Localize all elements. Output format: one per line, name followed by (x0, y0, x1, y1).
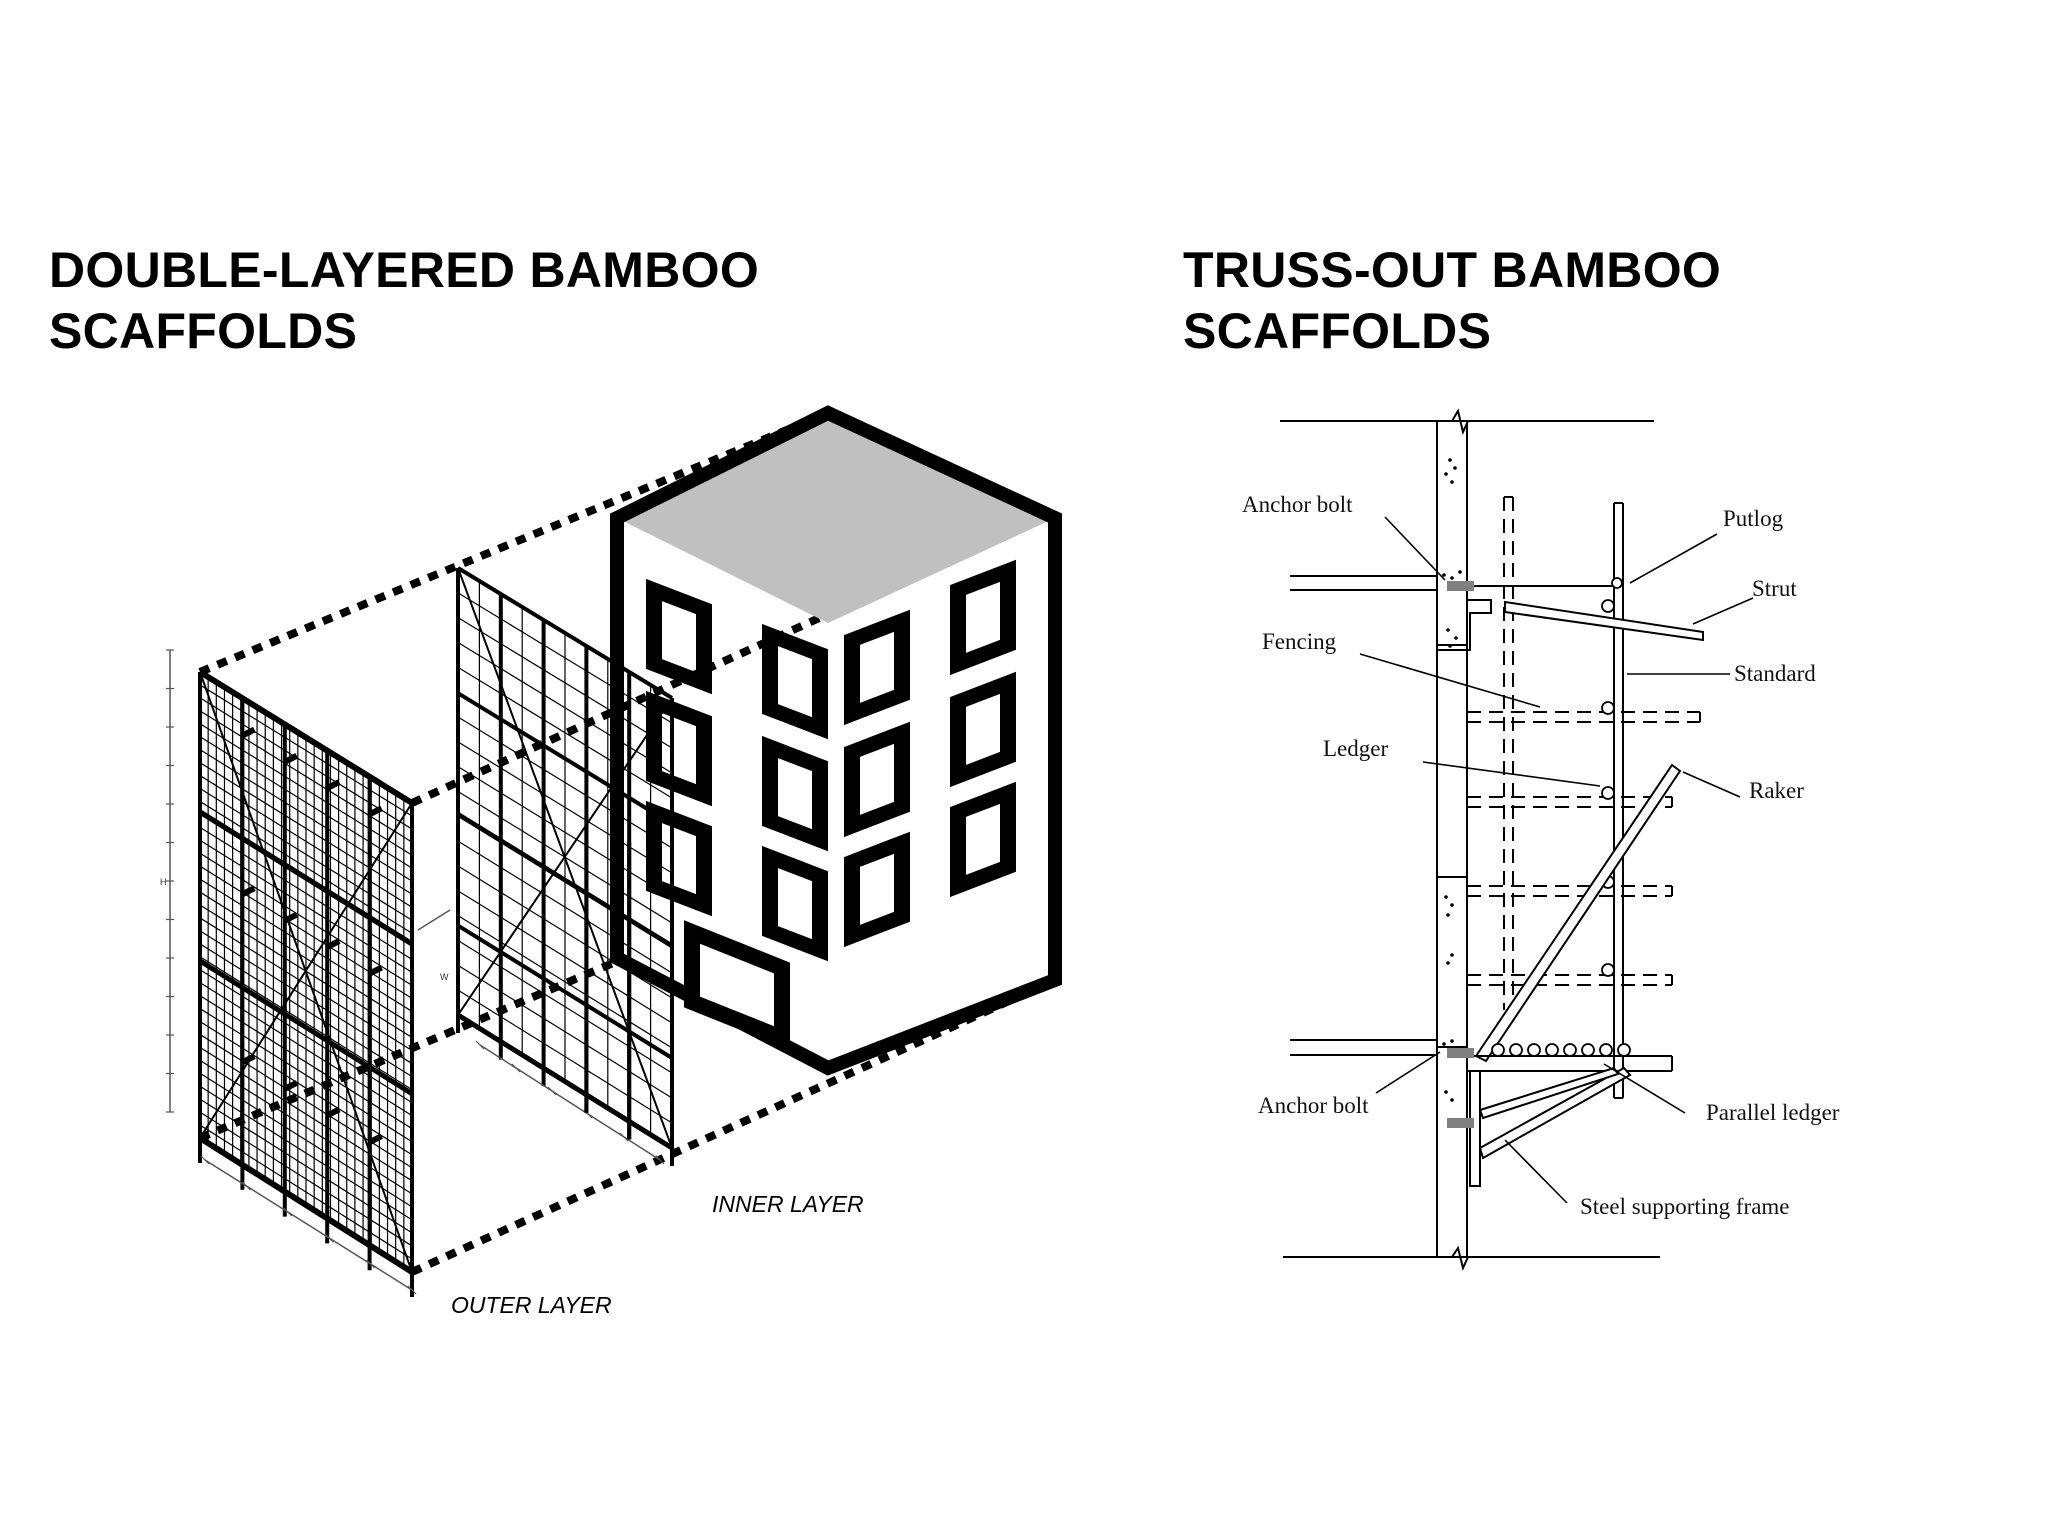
building-icon (610, 405, 1062, 1076)
strut (1504, 600, 1704, 642)
truss-out-title-line1: TRUSS-OUT BAMBOO (1183, 242, 1722, 298)
window-icon (646, 578, 712, 695)
door-icon (684, 920, 790, 1050)
label-raker: Raker (1749, 778, 1804, 803)
building-roof (617, 413, 1055, 623)
window-icon (762, 845, 828, 962)
inner-layer-scaffold: W (417, 566, 674, 1166)
truss-out-diagram: Anchor bolt Putlog Strut Fencing Standar… (1242, 408, 1840, 1272)
label-strut: Strut (1752, 576, 1797, 601)
truss-out-title-line2: SCAFFOLDS (1183, 303, 1492, 359)
window-icon (950, 781, 1016, 898)
inner-layer-front-uprights (584, 816, 674, 1166)
window-icon (844, 609, 910, 726)
outer-length-dimension (204, 1159, 413, 1291)
window-icon (844, 831, 910, 948)
double-layered-diagram: H W (160, 405, 1062, 1318)
steel-supporting-frame (1469, 1066, 1632, 1187)
truss-out-title: TRUSS-OUT BAMBOO SCAFFOLDS (1183, 240, 1721, 362)
double-layered-title: DOUBLE-LAYERED BAMBOO SCAFFOLDS (49, 240, 759, 362)
label-ledger: Ledger (1323, 736, 1388, 761)
layer-gap-label: W (440, 972, 449, 982)
label-anchor-bolt-top: Anchor bolt (1242, 492, 1353, 517)
inner-layer-label: INNER LAYER (712, 1191, 864, 1217)
outer-layer-scaffold: H (160, 649, 417, 1297)
outer-layer-label: OUTER LAYER (451, 1292, 612, 1318)
double-layered-title-line2: SCAFFOLDS (49, 303, 358, 359)
ledger (1467, 711, 1701, 986)
anchor-bolt-icon (1447, 581, 1474, 1128)
label-fencing: Fencing (1262, 629, 1337, 654)
double-layered-title-line1: DOUBLE-LAYERED BAMBOO (49, 242, 760, 298)
ledger-ends (1601, 577, 1623, 977)
window-icon (844, 721, 910, 838)
fencing (1503, 496, 1514, 1010)
window-icon (762, 623, 828, 740)
label-standard: Standard (1734, 661, 1816, 686)
building-column (1290, 408, 1492, 1272)
label-anchor-bolt-bottom: Anchor bolt (1258, 1093, 1369, 1118)
outer-height-label: H (160, 877, 167, 887)
column-aggregate (1442, 458, 1462, 1102)
window-icon (646, 800, 712, 917)
standard (1613, 502, 1624, 1099)
inner-length-dimension (479, 1044, 661, 1161)
layer-gap-dimension (417, 909, 451, 931)
window-icon (950, 559, 1016, 676)
window-icon (762, 735, 828, 852)
window-icon (950, 671, 1016, 788)
label-putlog: Putlog (1723, 506, 1784, 531)
label-parallel-ledger: Parallel ledger (1706, 1100, 1840, 1125)
label-steel-supporting-frame: Steel supporting frame (1580, 1194, 1790, 1219)
raker (1474, 763, 1682, 1063)
leader-lines (1359, 516, 1754, 1204)
window-icon (646, 690, 712, 807)
parallel-ledger-tubes (1491, 1043, 1631, 1057)
building-outline (610, 405, 1062, 1076)
parallel-ledger-platform (1467, 1055, 1673, 1072)
